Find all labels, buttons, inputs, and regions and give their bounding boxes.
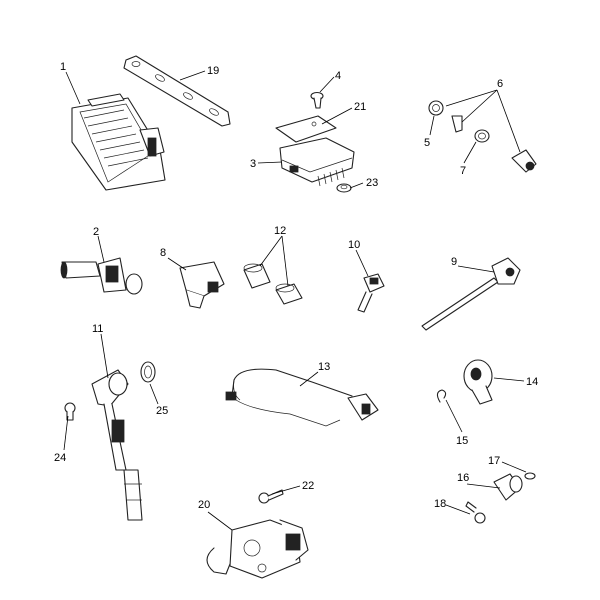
regulator-module-part	[279, 137, 355, 187]
leader-lines	[63, 70, 527, 531]
callout-13: 13	[318, 361, 330, 373]
probe-sensor-part	[421, 257, 521, 331]
callout-25: 25	[156, 405, 168, 417]
callout-2: 2	[93, 226, 99, 238]
grommet-part	[336, 183, 352, 193]
ecu-module-part	[71, 93, 166, 191]
callout-6: 6	[497, 78, 503, 90]
harness-sensor-part	[64, 361, 156, 521]
callout-16: 16	[457, 472, 469, 484]
callout-24: 24	[54, 452, 66, 464]
callout-23: 23	[366, 177, 378, 189]
map-sensor-part	[179, 261, 225, 309]
callout-20: 20	[198, 499, 210, 511]
temperature-sensor-part	[357, 273, 385, 313]
callout-4: 4	[335, 70, 341, 82]
callout-14: 14	[526, 376, 538, 388]
callout-15: 15	[456, 435, 468, 447]
callout-9: 9	[451, 256, 457, 268]
sensor-set-part	[428, 100, 537, 173]
clip-part	[436, 389, 447, 403]
callout-22: 22	[302, 480, 314, 492]
callout-10: 10	[348, 239, 360, 251]
sensor-connector-part	[60, 257, 143, 295]
callout-17: 17	[488, 455, 500, 467]
callout-21: 21	[354, 101, 366, 113]
callout-5: 5	[424, 137, 430, 149]
callout-3: 3	[250, 158, 256, 170]
wiring-harness-part	[225, 368, 379, 427]
screw-part	[310, 91, 324, 109]
bolt-part	[258, 489, 284, 504]
callout-7: 7	[460, 165, 466, 177]
callout-19: 19	[207, 65, 219, 77]
callout-11: 11	[92, 323, 103, 335]
callout-12: 12	[274, 225, 286, 237]
knock-sensor-part	[463, 359, 493, 405]
valve-body-part	[206, 519, 309, 579]
fitting-part	[465, 472, 536, 524]
callout-8: 8	[160, 247, 166, 259]
callout-1: 1	[60, 61, 66, 73]
bracket-part	[123, 55, 231, 127]
twin-sensor-part	[243, 263, 303, 305]
gasket-plate-part	[275, 115, 337, 143]
callout-18: 18	[434, 498, 446, 510]
